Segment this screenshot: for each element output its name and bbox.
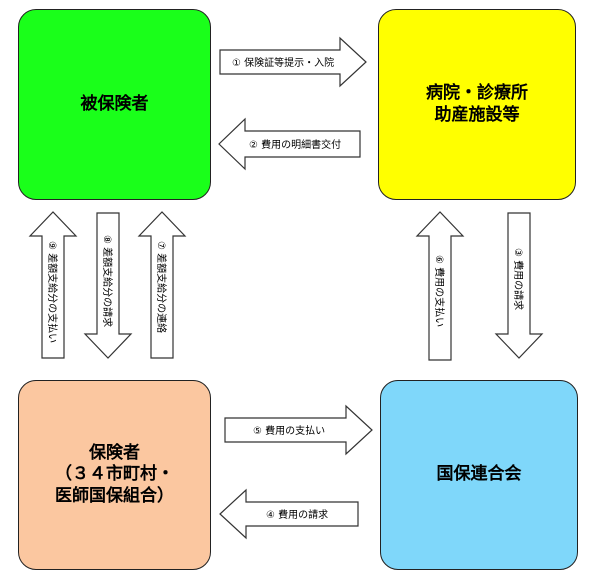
arrow-4: ④ 費用の請求 — [219, 488, 359, 540]
arrow-4-label: ④ 費用の請求 — [266, 508, 328, 521]
insured-node: 被保険者 — [18, 9, 211, 200]
insured-label: 被保険者 — [80, 93, 149, 114]
arrow-2-label: ② 費用の明細書交付 — [249, 138, 341, 151]
arrow-3-label: ③ 費用の請求 — [512, 248, 525, 310]
arrow-9: ⑨ 差額支給分の支払い — [28, 211, 78, 359]
arrow-2: ② 費用の明細書交付 — [218, 117, 361, 171]
arrow-8: ⑧ 差額支給分の請求 — [83, 212, 133, 359]
arrow-5-label: ⑤ 費用の支払い — [253, 424, 325, 437]
insurer-node: 保険者 （３４市町村・ 医師国保組合） — [18, 380, 211, 570]
arrow-6: ⑥ 費用の支払い — [415, 211, 465, 361]
arrow-1: ① 保険証等提示・入院 — [219, 36, 367, 88]
federation-label: 国保連合会 — [436, 464, 522, 485]
hospital-node: 病院・診療所 助産施設等 — [378, 9, 576, 200]
arrow-9-label: ⑨ 差額支給分の支払い — [46, 241, 59, 343]
arrow-1-label: ① 保険証等提示・入院 — [232, 56, 334, 69]
arrow-7: ⑦ 差額支給分の連絡 — [137, 211, 187, 359]
arrow-6-label: ⑥ 費用の支払い — [433, 255, 446, 327]
arrow-5: ⑤ 費用の支払い — [224, 404, 373, 456]
insurer-label: 保険者 （３４市町村・ 医師国保組合） — [55, 443, 174, 506]
arrow-7-label: ⑦ 差額支給分の連絡 — [155, 241, 168, 333]
hospital-label: 病院・診療所 助産施設等 — [426, 83, 528, 125]
arrow-8-label: ⑧ 差額支給分の請求 — [101, 235, 114, 327]
arrow-3: ③ 費用の請求 — [494, 212, 544, 359]
federation-node: 国保連合会 — [380, 380, 578, 570]
